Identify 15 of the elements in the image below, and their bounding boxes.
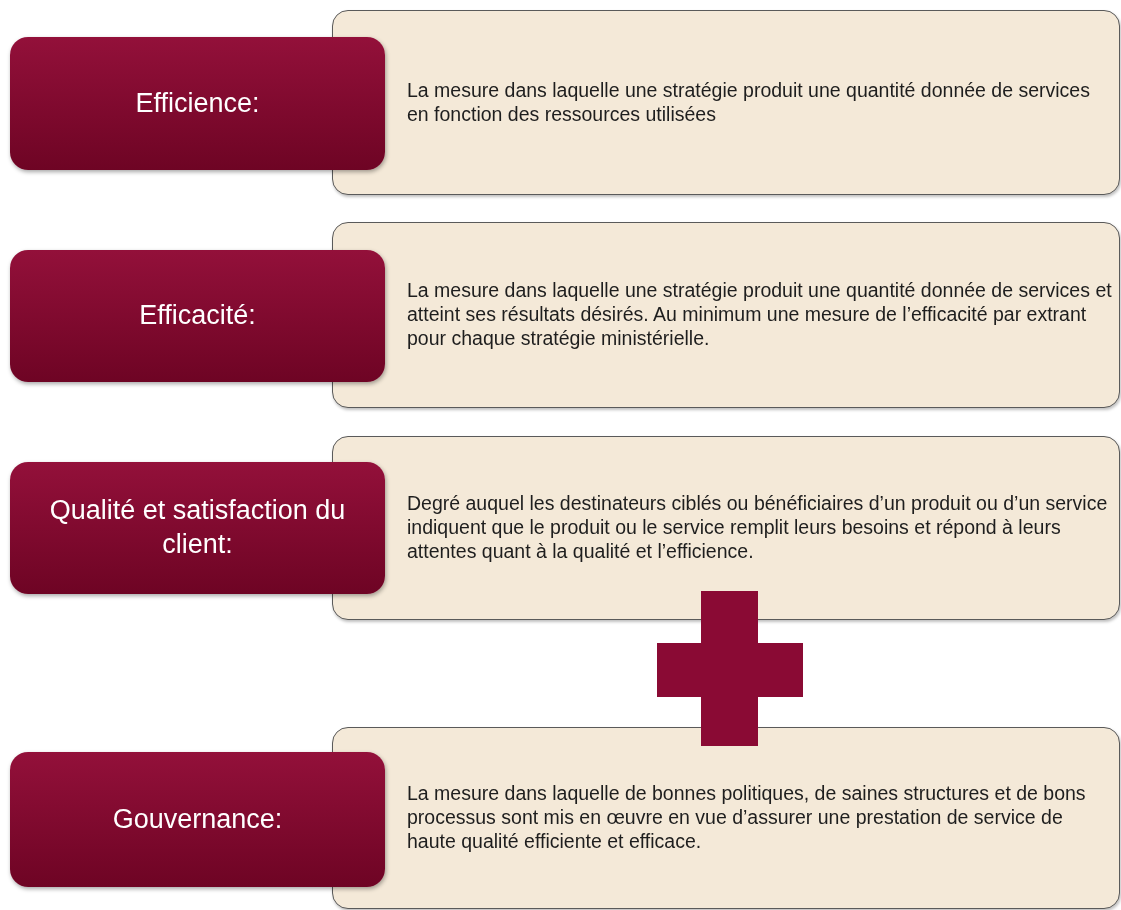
definition-box bbox=[332, 10, 1120, 195]
definition-text: La mesure dans laquelle de bonnes politiques, de saines structures et de bons processus sont mis en œuvre en vue d’assurer une prestation de service de haute qualité efficiente et efficace. bbox=[407, 782, 1087, 854]
definition-text: La mesure dans laquelle une stratégie produit une quantité donnée de services en fonction des ressources utilisées bbox=[407, 78, 1091, 127]
term-label: Qualité et satisfaction du client: bbox=[48, 494, 347, 561]
definition-text: La mesure dans laquelle une stratégie produit une quantité donnée de services et atteint ses résultats désirés. Au minimum une mesure de l’efficacité par extrant pour chaque stratégie ministérielle. bbox=[407, 279, 1113, 351]
term-box bbox=[10, 752, 385, 887]
term-label: Gouvernance: bbox=[112, 802, 283, 836]
term-box bbox=[10, 462, 385, 594]
term-label: Efficacité: bbox=[139, 299, 256, 333]
definition-box bbox=[332, 727, 1120, 909]
definition-box bbox=[332, 222, 1120, 408]
term-label: Efficience: bbox=[135, 86, 260, 120]
term-box bbox=[10, 250, 385, 382]
definition-text: Degré auquel les destinateurs ciblés ou bénéficiaires d’un produit ou d’un service indiquent que le produit ou le service remplit leurs besoins et répond à leurs attentes quant à la qualité et l’efficience. bbox=[407, 492, 1109, 564]
term-box bbox=[10, 37, 385, 170]
